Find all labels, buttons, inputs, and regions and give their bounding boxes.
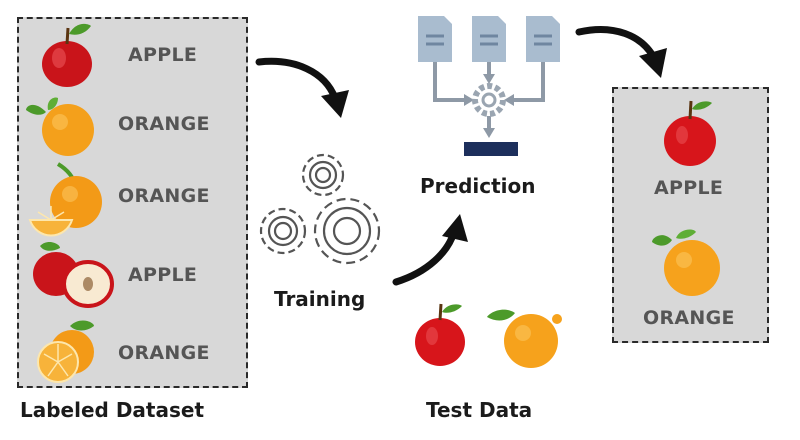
dataset-label-3: ORANGE xyxy=(118,185,210,207)
documents-gear-icon xyxy=(412,12,562,162)
orange-icon xyxy=(650,228,730,298)
orange-slice-icon xyxy=(30,318,100,386)
apple-half-icon xyxy=(28,240,118,310)
arrow-icon xyxy=(255,50,355,125)
test-data-label: Test Data xyxy=(426,398,533,422)
output-label-apple: APPLE xyxy=(654,177,724,199)
orange-icon xyxy=(485,305,565,371)
dataset-label-2: ORANGE xyxy=(118,113,210,135)
labeled-dataset-title: Labeled Dataset xyxy=(20,398,205,422)
apple-icon xyxy=(37,20,97,90)
orange-icon xyxy=(24,96,99,158)
orange-slice-icon xyxy=(28,160,106,238)
dataset-label-1: APPLE xyxy=(128,44,198,66)
arrow-icon xyxy=(392,210,472,290)
output-label-orange: ORANGE xyxy=(643,307,735,329)
apple-icon xyxy=(660,97,720,169)
dataset-label-4: APPLE xyxy=(128,264,198,286)
gears-icon xyxy=(255,145,390,275)
training-label: Training xyxy=(274,287,366,311)
apple-icon xyxy=(410,300,470,368)
prediction-label: Prediction xyxy=(420,174,536,198)
dataset-label-5: ORANGE xyxy=(118,342,210,364)
arrow-icon xyxy=(575,22,675,82)
